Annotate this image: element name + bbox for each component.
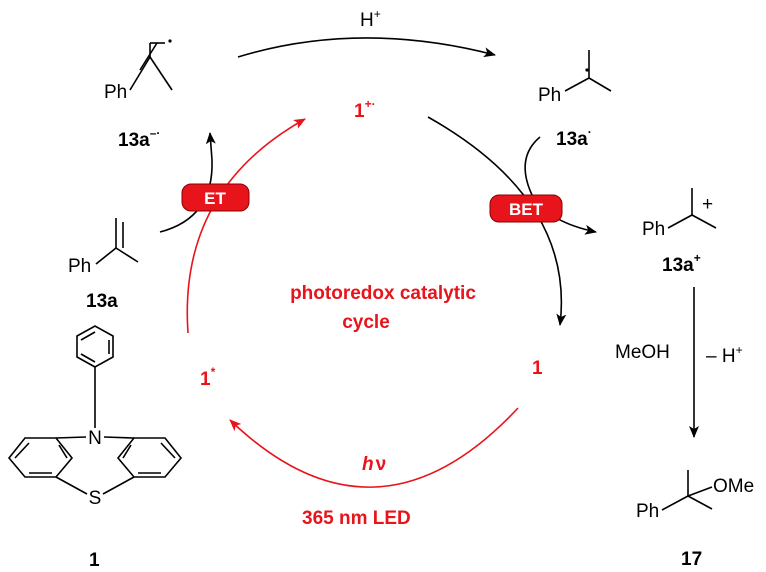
cycle-title-line1: photoredox catalytic xyxy=(290,283,476,304)
minus-proton-label: – H+ xyxy=(706,343,743,367)
et-arrow xyxy=(159,132,216,233)
product-structure xyxy=(661,470,713,511)
alkene-structure xyxy=(95,218,139,265)
excited-catalyst-label: 1* xyxy=(200,365,216,390)
alkene-ph: Ph xyxy=(68,256,91,277)
ground-catalyst-label: 1 xyxy=(532,358,543,379)
alkene-label: 13a xyxy=(86,291,118,312)
radical-anion-ph: Ph xyxy=(104,82,127,103)
catalyst-label: 1 xyxy=(89,550,100,571)
cation-label: 13a+ xyxy=(662,251,701,276)
cation-ph: Ph xyxy=(642,219,665,240)
cation-structure xyxy=(667,188,717,229)
bet-badge xyxy=(489,194,563,223)
led-label: 365 nm LED xyxy=(302,508,411,529)
radical-dot-2 xyxy=(585,68,589,72)
radical-label: 13a· xyxy=(556,125,592,150)
cation-plus: + xyxy=(702,194,713,215)
product-ph: Ph xyxy=(636,501,659,522)
cycle-title-line2: cycle xyxy=(342,312,390,333)
proton-label: H+ xyxy=(360,7,381,31)
radical-anion-label: 13a–· xyxy=(118,126,160,151)
catalyst-nitrogen: N xyxy=(88,428,102,449)
bet-badge-text: BET xyxy=(509,200,544,219)
protonation-arrow xyxy=(237,37,496,58)
methanol-label: MeOH xyxy=(615,342,670,363)
et-badge-text: ET xyxy=(204,189,226,208)
radical-anion-structure xyxy=(129,42,173,91)
excitation-arc xyxy=(229,407,519,488)
catalyst-sulfur: S xyxy=(89,488,102,509)
catalyst-structure xyxy=(7,325,183,495)
radical-cation-label: 1+· xyxy=(354,97,376,122)
radical-dot xyxy=(168,39,172,43)
radical-structure xyxy=(564,50,612,92)
product-ome: OMe xyxy=(713,476,754,497)
et-badge xyxy=(181,183,250,212)
product-label: 17 xyxy=(681,549,702,570)
radical-ph: Ph xyxy=(538,85,561,106)
oxidative-quench-arc xyxy=(186,118,306,334)
